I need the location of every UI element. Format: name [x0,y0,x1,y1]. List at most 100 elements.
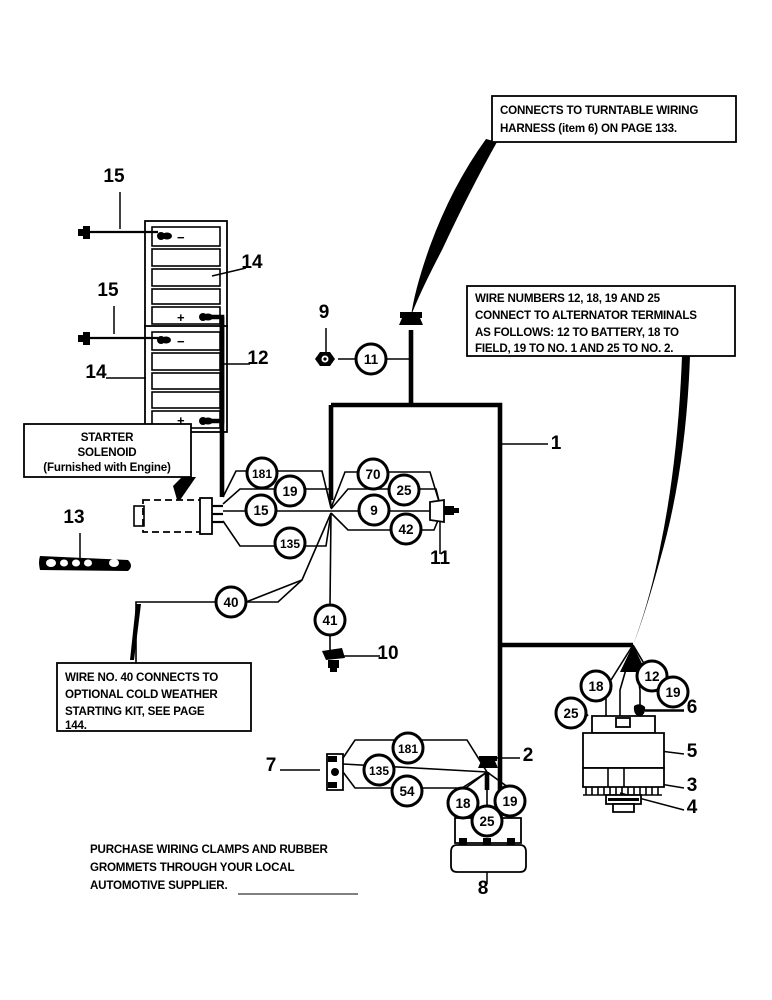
wire-number-bubble: 9 [357,493,391,527]
cold-weather-note-line-1: WIRE NO. 40 CONNECTS TO [65,671,218,684]
supplier-note: PURCHASE WIRING CLAMPS AND RUBBER GROMME… [90,843,358,895]
item-callout-11: 11 [430,548,451,569]
wire-number-bubble: 181 [245,456,279,490]
alternator-fins-3 [583,787,662,796]
turntable-note-line-1: CONNECTS TO TURNTABLE WIRING [500,104,698,117]
wire-bubble-label: 181 [398,742,418,756]
wire-bubble-circle [273,474,307,508]
wire-bubble-circle [493,784,527,818]
wire-number-bubble: 19 [656,675,690,709]
wire-number-bubble: 54 [390,774,424,808]
wire-bubble-label: 19 [665,685,680,700]
wire-bubble-circle [391,731,425,765]
wire-number-bubble: 11 [354,342,388,376]
wire-number-bubble: 19 [493,784,527,818]
wire-bubble-circle [313,603,347,637]
wire-bubble-circle [390,774,424,808]
item-callout-15: 15 [97,280,119,301]
wire-bubble-label: 40 [223,595,238,610]
wire-bubble-circle [245,456,279,490]
turntable-branch [399,312,423,405]
wire-bubble-label: 25 [563,706,579,721]
wire-number-bubble: 181 [391,731,425,765]
wire-bubble-circle [579,669,613,703]
battery-top-positive-label: + [177,310,185,325]
wire-bubble-label: 54 [399,784,415,799]
battery-bottom-positive-label: + [177,413,185,428]
battery-cable-bottom [78,332,158,345]
battery-top-negative-label: − [177,230,185,245]
item-callout-7: 7 [266,755,277,776]
wire-number-bubble: 25 [387,473,421,507]
wire-bubble-label: 11 [364,352,379,367]
alternator-note-line-2: CONNECT TO ALTERNATOR TERMINALS [475,309,697,322]
wire-bubble-label: 41 [322,613,338,628]
cold-weather-note-pointer [130,604,141,660]
item-callout-6: 6 [687,697,698,718]
battery-interconnect-cable-12 [210,314,225,497]
alternator-note-line-4: FIELD, 19 TO NO. 1 AND 25 TO NO. 2. [475,342,673,355]
solenoid-note-line-2: SOLENOID [78,446,137,459]
item-callout-12: 12 [247,348,268,369]
wire-bubble-label: 181 [252,467,272,481]
wire-bubble-label: 42 [398,522,413,537]
item-callout-15: 15 [103,166,125,187]
wire-number-bubble: 15 [244,493,278,527]
wire-bubble-label: 19 [502,794,517,809]
wire-bubble-label: 15 [253,503,269,518]
battery-bottom: − + [144,325,228,433]
item-callout-4: 4 [687,797,698,818]
cold-weather-note-line-4: 144. [65,719,87,732]
item-callout-14: 14 [241,252,263,273]
item-callout-13: 13 [63,507,84,528]
ground-strap-13 [39,556,131,571]
cold-weather-note-line-2: OPTIONAL COLD WEATHER [65,688,218,701]
wire-bubble-circle [446,786,480,820]
item-callout-2: 2 [523,745,534,766]
wire-number-bubble: 25 [554,696,588,730]
main-harness-trunk [328,402,633,790]
harness-right-wire-fan [330,471,459,531]
wire-bubble-label: 135 [369,764,389,778]
branch-wire-11-sender [315,352,411,366]
solenoid-note-line-1: STARTER [81,431,134,444]
wire-bubble-circle [356,457,390,491]
wire-bubble-label: 25 [396,483,412,498]
wire-number-bubble: 41 [313,603,347,637]
battery-cable-top [78,226,158,239]
turntable-note-line-2: HARNESS (item 6) ON PAGE 133. [500,122,677,135]
cold-weather-note: WIRE NO. 40 CONNECTS TO OPTIONAL COLD WE… [56,662,252,732]
item-callout-5: 5 [687,741,698,762]
item-callout-8: 8 [478,878,489,899]
wire-bubble-circle [354,342,388,376]
wire-bubble-circle [656,675,690,709]
wire-bubble-label: 25 [479,814,495,829]
wire-bubble-circle [470,804,504,838]
wire-number-bubble: 19 [273,474,307,508]
wire-bubble-circle [357,493,391,527]
item-callout-9: 9 [319,302,330,323]
item-callout-10: 10 [377,643,398,664]
wire-bubble-label: 135 [280,537,300,551]
wire-bubble-circle [273,526,307,560]
wire-bubble-circle [244,493,278,527]
starter-solenoid-note: STARTER SOLENOID (Furnished with Engine) [23,423,196,503]
wire-bubble-circle [387,473,421,507]
supplier-note-line-2: GROMMETS THROUGH YOUR LOCAL [90,861,294,874]
wire-bubble-label: 18 [455,796,471,811]
wire-bubble-label: 12 [644,669,659,684]
turntable-note: CONNECTS TO TURNTABLE WIRING HARNESS (it… [491,95,737,143]
wire-bubble-circle [389,512,423,546]
wire-bubble-label: 19 [282,484,297,499]
starter-solenoid-body [133,497,223,535]
wire-number-bubble: 70 [356,457,390,491]
wire-number-bubble: 135 [273,526,307,560]
alternator-note-line-3: AS FOLLOWS: 12 TO BATTERY, 18 TO [475,326,679,339]
battery-top: − + [144,220,228,329]
turntable-note-pointer [411,139,497,316]
wire-number-bubble: 25 [470,804,504,838]
wire-number-bubble: 18 [446,786,480,820]
